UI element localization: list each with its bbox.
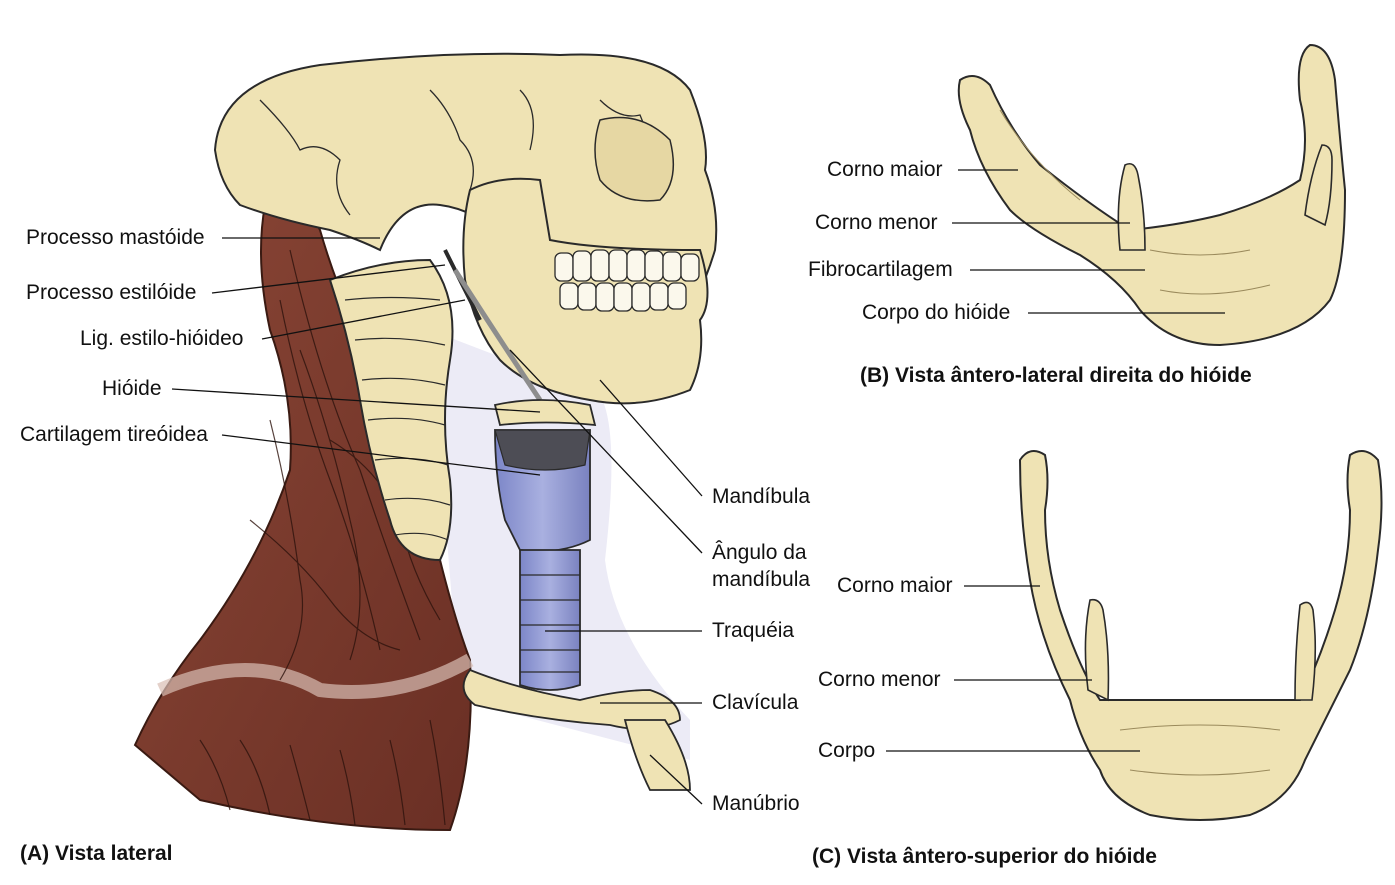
lesser-horn-b-right (1304, 144, 1333, 227)
label-c-corpo: Corpo (818, 739, 876, 762)
panel-b-illustration (957, 43, 1347, 347)
label-clavicula: Clavícula (712, 691, 799, 714)
label-angulo-mandibula: mandíbula (712, 568, 811, 591)
lesser-horn-c-right (1294, 601, 1317, 701)
hyoid-bone-a (493, 399, 597, 427)
hyoid-c (1018, 450, 1383, 821)
label-cartilagem-tireoidea: Cartilagem tireóidea (20, 423, 208, 446)
label-lig-estilo-hioideo: Lig. estilo-hióideo (80, 327, 244, 350)
teeth (554, 249, 700, 312)
label-c-corno-menor: Corno menor (818, 668, 941, 691)
label-b-corpo-do-hioide: Corpo do hióide (862, 301, 1011, 324)
tracheal-rings (520, 574, 580, 673)
trachea (519, 549, 581, 691)
skull-sutures (259, 89, 661, 216)
hyoid-b (957, 43, 1347, 347)
panel-c-illustration (1018, 450, 1383, 821)
muscle-band (157, 653, 474, 699)
muscle-fibers (199, 249, 446, 826)
clavicle (462, 668, 681, 730)
label-manubrio: Manúbrio (712, 792, 800, 815)
thyroid-top (494, 429, 591, 471)
label-c-corno-maior: Corno maior (837, 574, 953, 597)
label-mandibula: Mandíbula (712, 485, 811, 508)
label-b-corno-menor: Corno menor (815, 211, 938, 234)
caption-panel-b: (B) Vista ântero-lateral direita do hiói… (860, 364, 1252, 387)
orbit (594, 116, 675, 202)
label-angulo-da: Ângulo da (712, 541, 807, 564)
hyoid-c-shading (1119, 724, 1281, 776)
caption-panel-c: (C) Vista ântero-superior do hióide (812, 845, 1157, 868)
label-processo-mastoide: Processo mastóide (26, 226, 205, 249)
label-b-corno-maior: Corno maior (827, 158, 943, 181)
label-processo-estiloide: Processo estilóide (26, 281, 197, 304)
manubrium (623, 719, 691, 791)
hyoid-b-shading (999, 109, 1271, 295)
lesser-horn-b-left (1117, 162, 1146, 251)
stylohyoid-ligament (452, 268, 543, 402)
cervical-spine (328, 258, 454, 562)
panel-a-illustration (133, 52, 718, 832)
caption-panel-a: (A) Vista lateral (20, 842, 173, 865)
lesser-horn-c-left (1084, 598, 1110, 702)
vertebrae-lines (344, 296, 451, 541)
label-traqueia: Traquéia (712, 619, 795, 642)
label-b-fibrocartilagem: Fibrocartilagem (808, 258, 953, 281)
leader-lines (171, 169, 1225, 805)
label-hioide: Hióide (102, 377, 162, 400)
